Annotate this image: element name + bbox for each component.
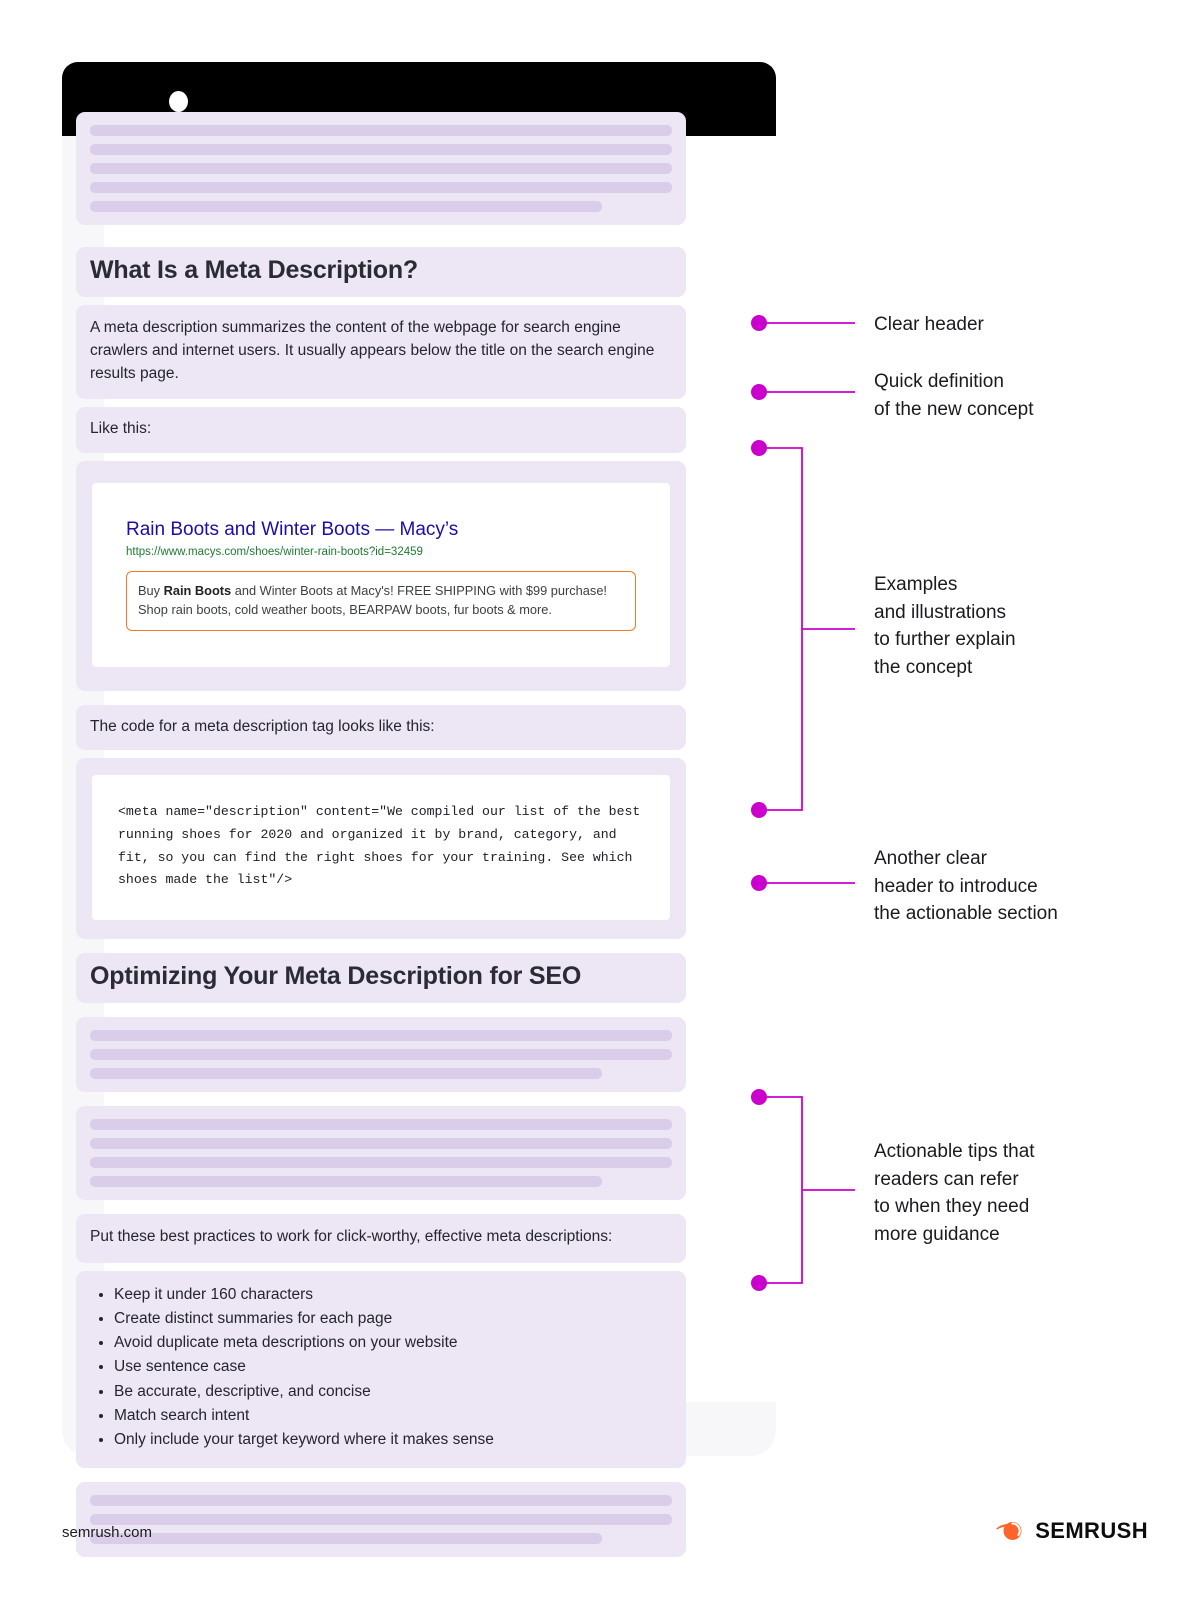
list-item: Only include your target keyword where i… xyxy=(114,1429,672,1451)
serp-result-title[interactable]: Rain Boots and Winter Boots — Macy’s xyxy=(126,519,459,541)
list-item: Be accurate, descriptive, and concise xyxy=(114,1381,672,1403)
serp-desc-keyword: Rain Boots xyxy=(163,583,232,599)
annotation-label-quick-definition: Quick definition of the new concept xyxy=(874,371,1034,420)
semrush-flame-icon xyxy=(996,1522,1022,1540)
semrush-wordmark: SEMRUSH xyxy=(1035,1518,1148,1543)
code-example-block: <meta name="description" content="We com… xyxy=(76,758,686,940)
annotation-label-examples: Examples and illustrations to further ex… xyxy=(874,574,1016,678)
skeleton-bar xyxy=(90,182,672,193)
skeleton-bar xyxy=(90,163,672,174)
code-intro-label: The code for a meta description tag look… xyxy=(76,704,686,751)
serp-result-url[interactable]: https://www.macys.com/shoes/winter-rain-… xyxy=(126,546,423,559)
section-heading-1: What Is a Meta Description? xyxy=(76,247,686,297)
serp-desc-prefix: Buy xyxy=(138,583,164,599)
skeleton-bar xyxy=(90,1030,672,1042)
serp-desc-rest: and Winter Boots at Macy's! FREE SHIPPIN… xyxy=(138,583,607,618)
annotation-label-clear-header: Clear header xyxy=(874,314,984,335)
best-practices-ul: Keep it under 160 characters Create dist… xyxy=(90,1284,672,1451)
best-practices-list: Keep it under 160 characters Create dist… xyxy=(76,1270,686,1468)
skeleton-bar xyxy=(90,1138,672,1150)
list-item: Match search intent xyxy=(114,1405,672,1427)
skeleton-bar xyxy=(90,1157,672,1169)
skeleton-bar xyxy=(90,1494,672,1506)
list-item: Create distinct summaries for each page xyxy=(114,1308,672,1330)
section-heading-2: Optimizing Your Meta Description for SEO xyxy=(76,953,686,1004)
serp-card: Rain Boots and Winter Boots — Macy’s htt… xyxy=(92,483,670,667)
skeleton-bar xyxy=(90,201,603,212)
code-snippet: <meta name="description" content="We com… xyxy=(92,775,670,921)
best-practices-intro: Put these best practices to work for cli… xyxy=(76,1214,686,1263)
skeleton-bar xyxy=(90,1049,672,1061)
list-item: Keep it under 160 characters xyxy=(114,1284,672,1306)
serp-result-description: Buy Rain Boots and Winter Boots at Macy'… xyxy=(126,571,636,631)
intro-skeleton-block xyxy=(76,112,686,225)
annotation-label-another-header: Another clear header to introduce the ac… xyxy=(874,848,1058,925)
semrush-logo: SEMRUSH xyxy=(994,1518,1148,1544)
list-item: Use sentence case xyxy=(114,1356,672,1378)
serp-example-block: Rain Boots and Winter Boots — Macy’s htt… xyxy=(76,461,686,691)
skeleton-bar xyxy=(90,1176,603,1188)
skeleton-bar xyxy=(90,1513,672,1525)
annotation-label-actionable-tips: Actionable tips that readers can refer t… xyxy=(874,1141,1035,1245)
skeleton-bar xyxy=(90,1119,672,1131)
list-item: Avoid duplicate meta descriptions on you… xyxy=(114,1332,672,1354)
like-this-label: Like this: xyxy=(76,407,686,454)
skeleton-bar xyxy=(90,1532,603,1544)
skeleton-bar xyxy=(90,144,672,155)
body-skeleton-block-1 xyxy=(76,1017,686,1093)
camera-dot-icon xyxy=(169,91,188,112)
body-skeleton-block-2 xyxy=(76,1106,686,1201)
skeleton-bar xyxy=(90,1068,603,1080)
article-content: What Is a Meta Description? A meta descr… xyxy=(76,112,686,1565)
footer-website-url[interactable]: semrush.com xyxy=(62,1524,153,1541)
definition-paragraph: A meta description summarizes the conten… xyxy=(76,305,686,400)
body-skeleton-block-3 xyxy=(76,1481,686,1557)
skeleton-bar xyxy=(90,125,672,136)
